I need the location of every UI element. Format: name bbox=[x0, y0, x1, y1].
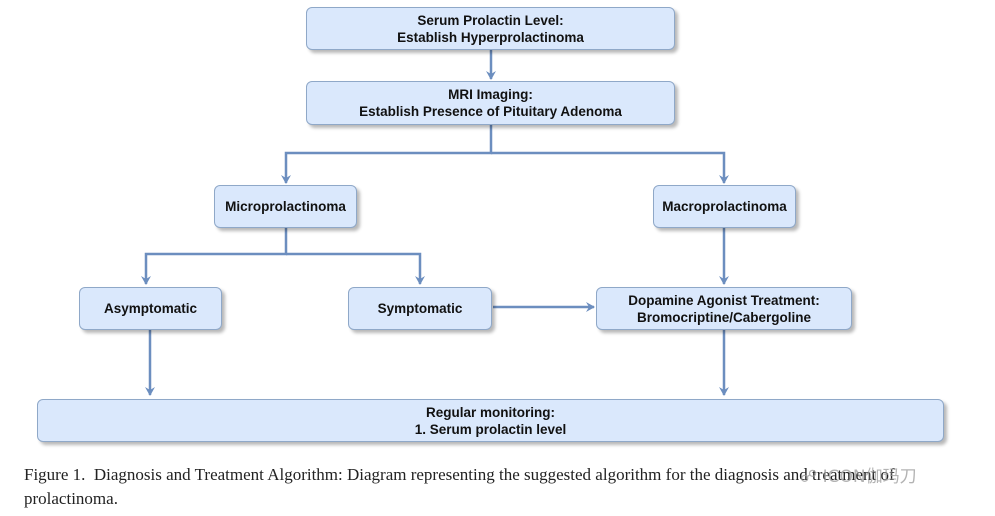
node-mri-line1: MRI Imaging: bbox=[448, 87, 533, 102]
watermark-text: ICON伽玛刀 bbox=[822, 467, 917, 487]
figure-caption-label: Figure 1. bbox=[24, 465, 86, 484]
figure-caption-text: Diagnosis and Treatment Algorithm: Diagr… bbox=[24, 465, 895, 508]
node-monitoring-line2: 1. Serum prolactin level bbox=[414, 421, 567, 437]
edge-micro-to-asymptomatic bbox=[141, 228, 288, 285]
node-serum-line2: Establish Hyperprolactinoma bbox=[397, 29, 584, 45]
node-dopamine-line1: Dopamine Agonist Treatment: bbox=[628, 292, 820, 308]
node-serum-line1: Serum Prolactin Level: bbox=[417, 12, 564, 28]
node-dopamine-line2: Bromocriptine/Cabergoline bbox=[636, 309, 812, 325]
watermark: ☍ ICON伽玛刀 bbox=[800, 462, 917, 487]
edge-micro-to-symptomatic bbox=[286, 252, 425, 285]
node-symptomatic: Symptomatic bbox=[348, 287, 492, 330]
node-regular-monitoring: Regular monitoring: 1. Serum prolactin l… bbox=[37, 399, 944, 442]
figure-caption: Figure 1. Diagnosis and Treatment Algori… bbox=[24, 463, 954, 511]
node-monitoring-line1: Regular monitoring: bbox=[426, 404, 555, 420]
node-asymptomatic-label: Asymptomatic bbox=[103, 301, 198, 316]
node-macro-label: Macroprolactinoma bbox=[662, 199, 787, 214]
node-serum-prolactin: Serum Prolactin Level: Establish Hyperpr… bbox=[306, 7, 675, 50]
node-asymptomatic: Asymptomatic bbox=[79, 287, 222, 330]
wechat-icon: ☍ bbox=[800, 467, 818, 487]
node-mri-line2: Establish Presence of Pituitary Adenoma bbox=[359, 104, 622, 119]
edge-mri-to-macro bbox=[491, 151, 729, 184]
edge-mri-to-micro bbox=[281, 125, 493, 184]
node-symptomatic-label: Symptomatic bbox=[377, 301, 463, 316]
node-dopamine-agonist: Dopamine Agonist Treatment: Bromocriptin… bbox=[596, 287, 852, 330]
node-mri-imaging: MRI Imaging: Establish Presence of Pitui… bbox=[306, 81, 675, 125]
node-macroprolactinoma: Macroprolactinoma bbox=[653, 185, 796, 228]
node-microprolactinoma: Microprolactinoma bbox=[214, 185, 357, 228]
node-micro-label: Microprolactinoma bbox=[225, 199, 346, 214]
